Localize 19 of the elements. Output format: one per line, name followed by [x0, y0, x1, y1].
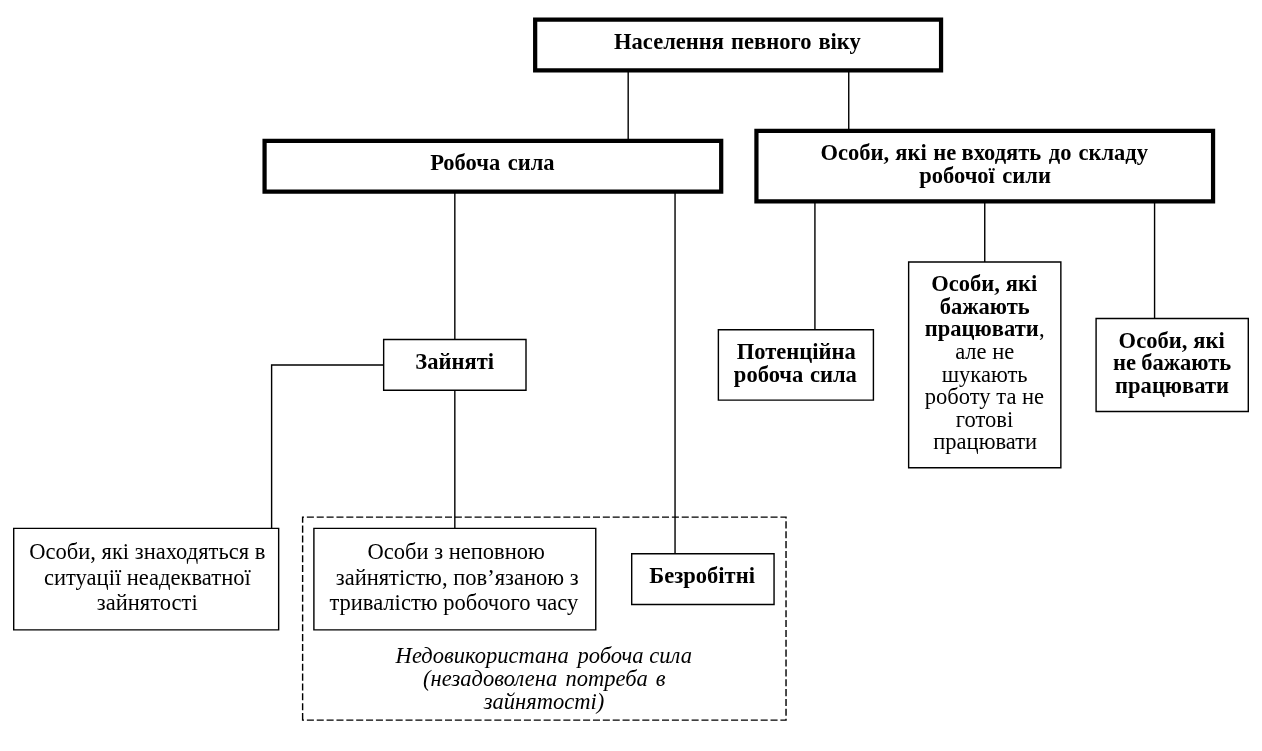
node-box: Зайняті — [382, 338, 527, 391]
connector — [454, 389, 456, 529]
connector — [454, 191, 456, 341]
connector — [674, 191, 676, 555]
node-box: Особи, які знаходяться в ситуації неадекватної зайнятості — [13, 527, 280, 631]
node-box: Особи, які бажають працювати, але не шукають роботу та не готові працювати — [907, 261, 1062, 469]
connector — [627, 70, 629, 142]
connector — [848, 70, 850, 132]
connector — [270, 364, 385, 530]
node-box: Населення певного віку — [533, 17, 944, 73]
connector — [814, 201, 816, 330]
node-box: Особи, які не бажають працювати — [1095, 317, 1249, 413]
connector — [984, 201, 986, 263]
node-box: Особи з неповною зайнятістю, пов’язаною з тривалістю робочого часу — [313, 527, 597, 631]
node-box: Безробітні — [631, 553, 775, 606]
connector — [1153, 201, 1156, 319]
node-box: Робоча сила — [262, 138, 724, 194]
node-box: Потенційна робоча сила — [717, 329, 875, 401]
node-box: Особи, які не входять до складу робочої сили — [754, 128, 1216, 204]
